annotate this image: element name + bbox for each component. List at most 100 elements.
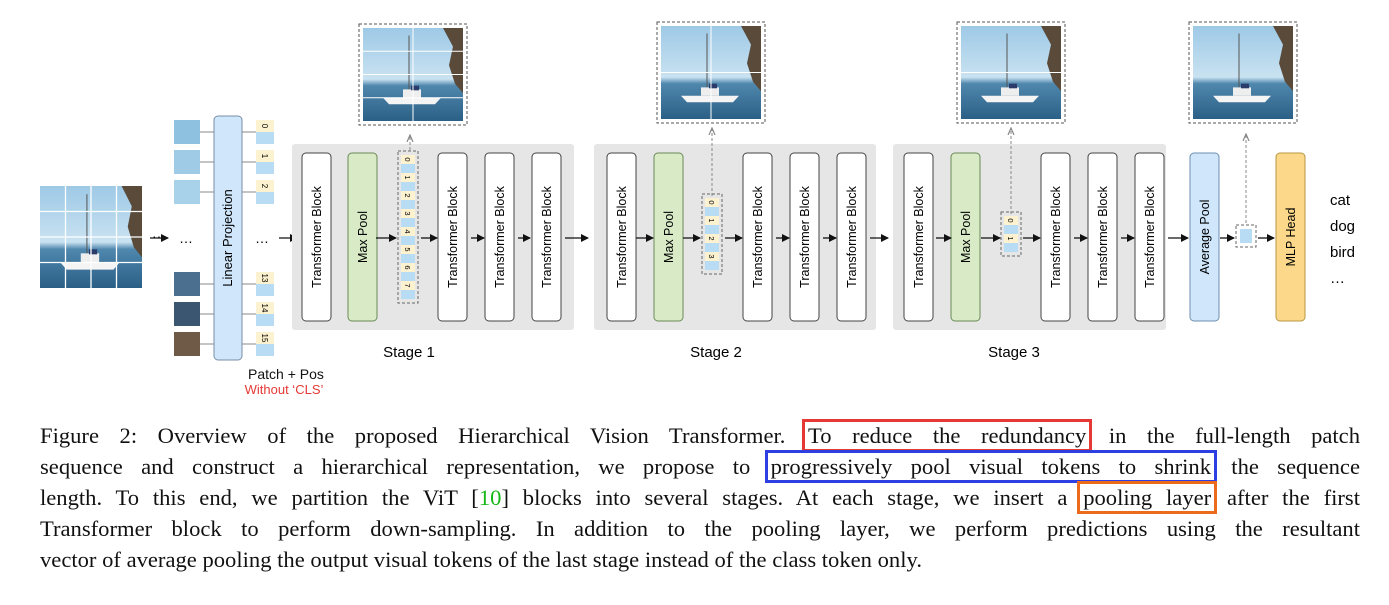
token-cell <box>401 281 415 290</box>
mlp-head-block: MLP Head <box>1275 152 1306 322</box>
token-cell <box>705 198 719 207</box>
token-cell <box>401 155 415 164</box>
token-cell <box>1004 234 1018 243</box>
token-index: 2 <box>707 236 716 240</box>
class-bird: bird <box>1330 244 1355 261</box>
transformer-block: Transformer Block <box>742 152 773 322</box>
stage-2-tokens: 0 1 2 3 <box>701 193 723 275</box>
token-cell <box>401 227 415 236</box>
max-pool-block: Max Pool <box>347 152 378 322</box>
token-cell <box>705 216 719 225</box>
average-pool-block-label: Average Pool <box>1198 200 1212 275</box>
token-cell <box>1004 225 1018 234</box>
token-index: 1 <box>707 218 716 222</box>
transformer-block: Transformer Block <box>1087 152 1118 322</box>
stage-1-thumbnail <box>358 23 468 150</box>
transformer-block-label: Transformer Block <box>446 185 460 287</box>
max-pool-block-label: Max Pool <box>959 211 973 263</box>
input-token: 15 <box>256 332 274 356</box>
transformer-block: Transformer Block <box>484 152 515 322</box>
caption-line-3: length. To this end, we partition the Vi… <box>40 481 1360 514</box>
ellipsis-dots: ··· <box>152 228 166 244</box>
caption-text: length. To this end, we partition the Vi… <box>40 485 479 510</box>
token-cell <box>401 191 415 200</box>
caption-line-5: vector of average pooling the output vis… <box>40 547 922 572</box>
token-index: 5 <box>403 247 412 251</box>
token-cell <box>401 263 415 272</box>
patch-pos-label: Patch + Pos <box>248 366 324 382</box>
transformer-block-label: Transformer Block <box>845 185 859 287</box>
token-index: 13 <box>260 274 269 283</box>
patch-ellipsis: … <box>179 230 193 246</box>
transformer-block-label: Transformer Block <box>1143 185 1157 287</box>
transformer-block-label: Transformer Block <box>912 185 926 287</box>
input-token: 14 <box>256 302 274 326</box>
stage-3-label: Stage 3 <box>988 344 1040 361</box>
caption-line-4: Transformer block to perform down-sampli… <box>40 516 1360 541</box>
token-cell <box>401 254 415 263</box>
input-token: 2 <box>256 180 274 204</box>
token-cell <box>705 207 719 216</box>
token-cell <box>401 164 415 173</box>
class-cat: cat <box>1330 192 1351 209</box>
token-cell <box>1004 243 1018 252</box>
caption-text: sequence and construct a hierarchical re… <box>40 454 751 479</box>
token-cell <box>705 261 719 270</box>
transformer-block-label: Transformer Block <box>615 185 629 287</box>
token-cell <box>705 252 719 261</box>
class-dog: dog <box>1330 218 1355 235</box>
max-pool-block-label: Max Pool <box>356 211 370 263</box>
token-index: 3 <box>707 254 716 258</box>
token-index: 0 <box>707 200 716 204</box>
stage-3-panel <box>893 144 1166 330</box>
citation-link[interactable]: 10 <box>478 485 502 510</box>
max-pool-block: Max Pool <box>653 152 684 322</box>
transformer-block: Transformer Block <box>301 152 332 322</box>
caption-text: Figure 2: Overview of the proposed Hiera… <box>40 423 786 448</box>
caption-text: after the first <box>1227 485 1360 510</box>
highlight-redundancy: To reduce the redundancy <box>802 419 1093 452</box>
token-index: 2 <box>260 184 269 189</box>
token-index: 2 <box>403 193 412 197</box>
token-cell <box>401 236 415 245</box>
token-cell <box>401 209 415 218</box>
transformer-block: Transformer Block <box>437 152 468 322</box>
highlight-pooling-layer: pooling layer <box>1077 481 1218 514</box>
class-ellipsis: … <box>1330 270 1345 287</box>
linear-projection-label: Linear Projection <box>220 189 235 287</box>
caption-line-2: sequence and construct a hierarchical re… <box>40 450 1360 483</box>
token-index: 0 <box>1006 218 1015 222</box>
transformer-block-label: Transformer Block <box>310 185 324 287</box>
input-image <box>40 186 142 288</box>
transformer-block-label: Transformer Block <box>493 185 507 287</box>
token-cell <box>705 225 719 234</box>
token-index: 0 <box>403 157 412 161</box>
stage-2-label: Stage 2 <box>690 344 742 361</box>
token-cell <box>401 218 415 227</box>
transformer-block-label: Transformer Block <box>751 185 765 287</box>
max-pool-block: Max Pool <box>950 152 981 322</box>
token-cell <box>401 173 415 182</box>
token-index: 0 <box>260 124 269 129</box>
token-index: 7 <box>403 283 412 287</box>
token-index: 15 <box>260 334 269 343</box>
token-cell <box>401 290 415 299</box>
transformer-block: Transformer Block <box>903 152 934 322</box>
class-outputs: cat dog bird … <box>1330 192 1355 287</box>
caption-line-1: Figure 2: Overview of the proposed Hiera… <box>40 419 1360 452</box>
caption-text: the sequence <box>1231 454 1360 479</box>
token-ellipsis: … <box>255 230 269 246</box>
token-cell <box>401 272 415 281</box>
linear-projection: Linear Projection <box>213 115 243 361</box>
mlp-head-block-label: MLP Head <box>1284 208 1298 267</box>
transformer-block-label: Transformer Block <box>540 185 554 287</box>
highlight-progressive-pool: progressively pool visual tokens to shri… <box>764 450 1218 483</box>
token-cell <box>401 245 415 254</box>
max-pool-block-label: Max Pool <box>662 211 676 263</box>
stage-2-thumbnail <box>656 21 766 196</box>
token-cell <box>401 200 415 209</box>
token-cell <box>705 234 719 243</box>
stage-3-tokens: 01 <box>1000 211 1022 257</box>
